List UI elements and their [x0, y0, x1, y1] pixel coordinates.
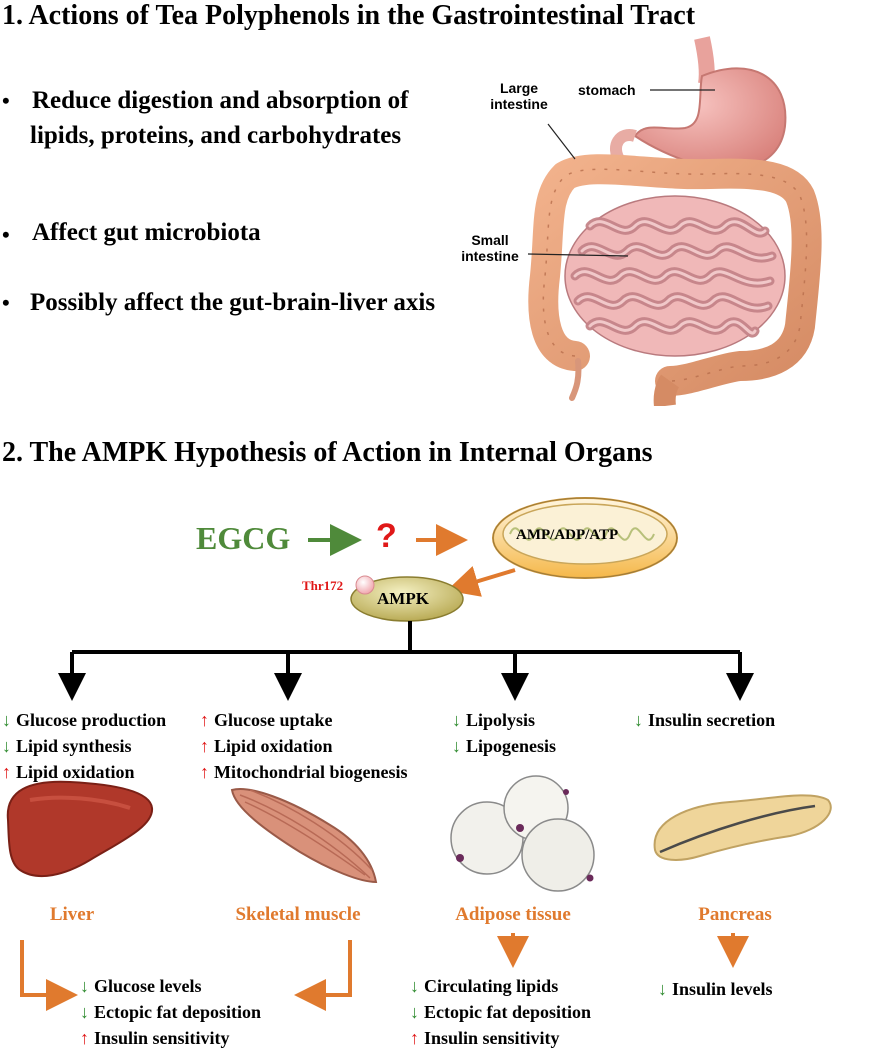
- nucleotide-arrow: [446, 566, 516, 597]
- list-item: ↓Insulin secretion: [634, 707, 775, 733]
- arrow-up-icon: ↑: [80, 1028, 89, 1048]
- adipose-tissue-icon: [450, 775, 595, 892]
- large-intestine-label-text: Large intestine: [490, 80, 548, 112]
- effect-text: Mitochondrial biogenesis: [214, 762, 408, 782]
- arrow-down-icon: ↓: [658, 979, 667, 999]
- arrow-up-icon: ↑: [2, 762, 11, 782]
- list-item: ↓Ectopic fat deposition: [410, 999, 591, 1025]
- bullet-marker: •: [2, 222, 10, 247]
- small-intestine-label-text: Small intestine: [461, 232, 519, 264]
- outcome-arrows: [20, 933, 749, 1011]
- effect-text: Glucose uptake: [214, 710, 333, 730]
- list-item: ↑Glucose uptake: [200, 707, 408, 733]
- list-item: ↓Glucose levels: [80, 973, 261, 999]
- effect-text: Insulin secretion: [648, 710, 776, 730]
- list-item: ↓Glucose production: [2, 707, 166, 733]
- effect-text: Lipid oxidation: [16, 762, 135, 782]
- unknown-mediator: ?: [376, 517, 397, 555]
- ampk-label: AMPK: [377, 589, 429, 608]
- effect-text: Glucose production: [16, 710, 167, 730]
- effect-text: Lipolysis: [466, 710, 536, 730]
- stomach-label: stomach: [578, 82, 636, 98]
- skeletal-muscle-effects: ↑Glucose uptake ↑Lipid oxidation ↑Mitoch…: [200, 707, 408, 785]
- stomach-shape: [633, 67, 787, 171]
- branch-connector: [58, 621, 754, 701]
- egcg-label: EGCG: [196, 520, 291, 556]
- list-item: ↑Lipid oxidation: [2, 759, 166, 785]
- pancreas-icon: [653, 794, 832, 861]
- arrow-up-icon: ↑: [410, 1028, 419, 1048]
- section2-title: 2. The AMPK Hypothesis of Action in Inte…: [2, 437, 653, 468]
- arrow-down-icon: ↓: [410, 976, 419, 996]
- adipose-effects: ↓Lipolysis ↓Lipogenesis: [452, 707, 556, 759]
- arrow-up-icon: ↑: [200, 736, 209, 756]
- bullet-digestion: Reduce digestion and absorption of lipid…: [30, 83, 462, 153]
- pancreas-label: Pancreas: [698, 904, 772, 925]
- outcome-text: Ectopic fat deposition: [424, 1002, 592, 1022]
- pancreas-outcomes: ↓Insulin levels: [658, 976, 773, 1002]
- outcome-text: Insulin sensitivity: [94, 1028, 230, 1048]
- thr172-label: Thr172: [302, 578, 344, 593]
- skeletal-muscle-label: Skeletal muscle: [235, 904, 361, 925]
- section1-title: 1. Actions of Tea Polyphenols in the Gas…: [2, 0, 696, 31]
- arrow-up-icon: ↑: [200, 762, 209, 782]
- arrow-up-icon: ↑: [200, 710, 209, 730]
- nucleotide-label: AMP/ADP/ATP: [516, 527, 619, 543]
- list-item: ↓Lipolysis: [452, 707, 556, 733]
- liver-icon: [6, 780, 154, 878]
- list-item: ↑Lipid oxidation: [200, 733, 408, 759]
- effect-text: Lipid synthesis: [16, 736, 132, 756]
- arrow-down-icon: ↓: [80, 1002, 89, 1022]
- effect-text: Lipogenesis: [466, 736, 557, 756]
- ampk-node: [350, 576, 464, 622]
- arrow-down-icon: ↓: [452, 736, 461, 756]
- outcome-text: Ectopic fat deposition: [94, 1002, 262, 1022]
- arrow-down-icon: ↓: [410, 1002, 419, 1022]
- list-item: ↑Mitochondrial biogenesis: [200, 759, 408, 785]
- mitochondrion-icon: [492, 497, 678, 579]
- liver-label: Liver: [49, 904, 95, 925]
- pancreas-effects: ↓Insulin secretion: [634, 707, 775, 733]
- bullet-gut-brain-liver: Possibly affect the gut-brain-liver axis: [30, 289, 436, 316]
- list-item: ↑Insulin sensitivity: [410, 1025, 591, 1050]
- phospho-site-icon: [355, 575, 375, 595]
- bullet-digestion-text: Reduce digestion and absorption of lipid…: [30, 87, 409, 149]
- effect-text: Lipid oxidation: [214, 736, 333, 756]
- skeletal-muscle-icon: [230, 788, 378, 884]
- small-intestine-label: Small intestine: [450, 232, 530, 264]
- list-item: ↓Circulating lipids: [410, 973, 591, 999]
- arrow-down-icon: ↓: [2, 736, 11, 756]
- arrow-down-icon: ↓: [452, 710, 461, 730]
- arrow-down-icon: ↓: [634, 710, 643, 730]
- pathway-diagram: [6, 497, 832, 1011]
- list-item: ↑Insulin sensitivity: [80, 1025, 261, 1050]
- outcome-text: Glucose levels: [94, 976, 202, 996]
- digestive-tract-illustration: [527, 36, 822, 406]
- list-item: ↓Lipid synthesis: [2, 733, 166, 759]
- bullet-marker: •: [2, 290, 10, 315]
- list-item: ↓Lipogenesis: [452, 733, 556, 759]
- bullet-microbiota: Affect gut microbiota: [32, 219, 261, 246]
- arrow-down-icon: ↓: [80, 976, 89, 996]
- outcome-text: Insulin sensitivity: [424, 1028, 560, 1048]
- list-item: ↓Insulin levels: [658, 976, 773, 1002]
- large-intestine-label: Large intestine: [478, 80, 560, 112]
- bullet-marker: •: [2, 88, 10, 113]
- liver-effects: ↓Glucose production ↓Lipid synthesis ↑Li…: [2, 707, 166, 785]
- outcome-text: Insulin levels: [672, 979, 773, 999]
- liver-muscle-outcomes: ↓Glucose levels ↓Ectopic fat deposition …: [80, 973, 261, 1050]
- adipose-tissue-label: Adipose tissue: [455, 904, 571, 925]
- outcome-text: Circulating lipids: [424, 976, 559, 996]
- list-item: ↓Ectopic fat deposition: [80, 999, 261, 1025]
- arrow-down-icon: ↓: [2, 710, 11, 730]
- adipose-outcomes: ↓Circulating lipids ↓Ectopic fat deposit…: [410, 973, 591, 1050]
